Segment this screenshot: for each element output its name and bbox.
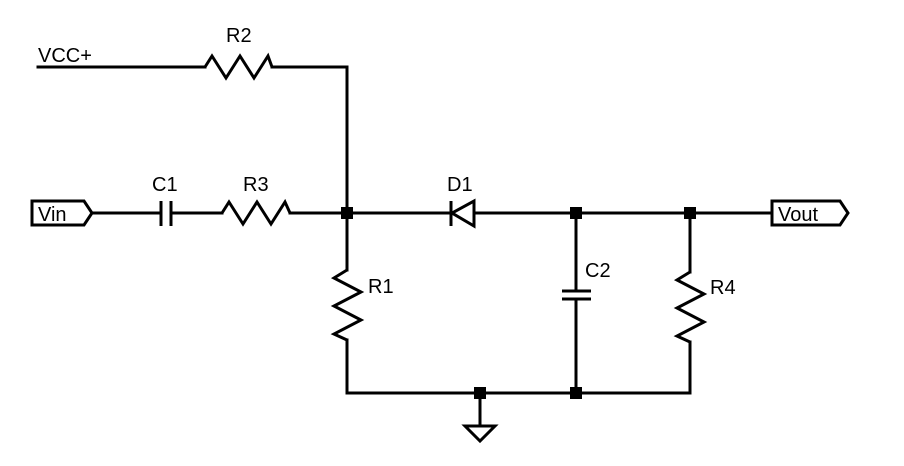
resistor-r2 — [203, 52, 274, 81]
signal-path: D1 Vout — [345, 174, 850, 229]
c2-label: C2 — [585, 260, 611, 282]
vcc-rail: VCC+ R2 — [36, 25, 349, 215]
d1-label: D1 — [447, 174, 473, 196]
capacitor-c2 — [562, 289, 591, 301]
r4-label: R4 — [710, 277, 736, 299]
junction-node — [341, 207, 353, 219]
ground-rail — [345, 391, 692, 444]
r1-label: R1 — [368, 276, 394, 298]
junction-node — [570, 207, 582, 219]
diode-d1 — [448, 198, 476, 229]
r1-branch: R1 — [330, 211, 394, 395]
vin-label: Vin — [38, 204, 67, 226]
capacitor-c1 — [159, 201, 173, 226]
input-stage: Vin C1 R3 — [30, 174, 349, 227]
r4-branch: R4 — [673, 211, 736, 395]
wire-r2-to-node — [270, 65, 349, 215]
junction-node — [474, 387, 486, 399]
junction-node — [570, 387, 582, 399]
c2-branch: C2 — [562, 211, 611, 395]
resistor-r4 — [673, 270, 708, 344]
junction-nodes — [341, 207, 696, 399]
junction-node — [684, 207, 696, 219]
vout-label: Vout — [778, 204, 818, 226]
ground-symbol-icon — [461, 424, 499, 444]
resistor-r3 — [220, 198, 292, 227]
r2-label: R2 — [226, 25, 252, 47]
r3-label: R3 — [243, 174, 269, 196]
vcc-label: VCC+ — [38, 45, 92, 67]
c1-label: C1 — [152, 174, 178, 196]
resistor-r1 — [330, 268, 365, 342]
vin-port[interactable] — [30, 199, 94, 227]
vout-port[interactable] — [770, 199, 850, 227]
